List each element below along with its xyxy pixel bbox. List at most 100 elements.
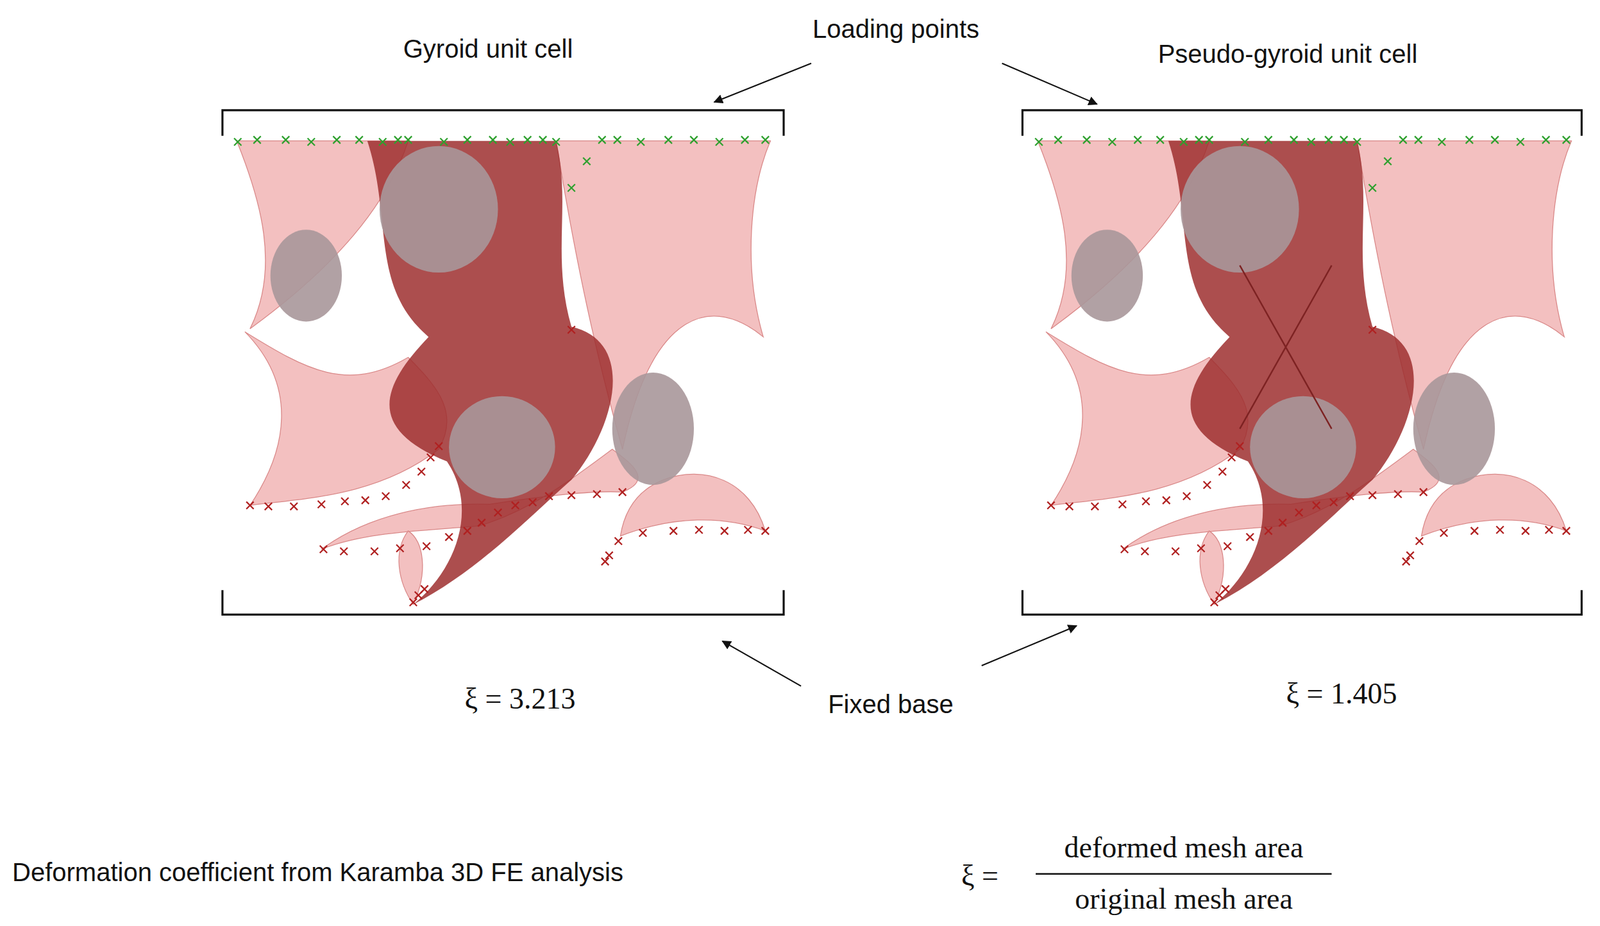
node-marker xyxy=(1496,526,1504,534)
node-marker xyxy=(567,326,575,334)
cell-title: Gyroid unit cell xyxy=(403,33,574,64)
node-marker xyxy=(1353,138,1361,146)
node-marker xyxy=(1562,135,1570,144)
node-marker xyxy=(370,547,378,555)
node-marker xyxy=(264,502,272,510)
node-marker xyxy=(1083,135,1091,144)
node-marker xyxy=(761,135,769,144)
node-marker xyxy=(1394,490,1402,498)
node-marker xyxy=(1183,492,1191,500)
node-marker xyxy=(741,135,749,144)
node-marker xyxy=(665,135,673,144)
node-marker xyxy=(1133,135,1141,144)
node-marker xyxy=(529,498,537,506)
node-marker xyxy=(234,138,242,146)
node-marker xyxy=(1295,508,1303,516)
node-marker xyxy=(1108,138,1116,146)
node-marker xyxy=(1368,326,1376,334)
surface-lobe xyxy=(1421,473,1567,536)
node-marker xyxy=(761,527,769,535)
surface-hole xyxy=(612,372,694,485)
node-marker xyxy=(1324,135,1332,144)
node-marker xyxy=(601,557,609,565)
formula-denominator: original mesh area xyxy=(1074,882,1293,917)
node-marker xyxy=(582,157,590,165)
cell-title: Pseudo-gyroid unit cell xyxy=(1158,39,1418,69)
node-marker xyxy=(355,135,363,144)
surface-hole xyxy=(1249,396,1356,499)
node-marker xyxy=(1264,135,1272,144)
node-marker xyxy=(1171,547,1179,555)
node-marker xyxy=(1307,138,1315,146)
node-marker xyxy=(511,501,519,509)
surface-core xyxy=(1168,141,1415,605)
node-marker xyxy=(1312,501,1320,509)
node-marker xyxy=(402,480,410,489)
node-marker xyxy=(1162,496,1170,504)
node-marker xyxy=(1246,533,1254,541)
node-marker xyxy=(1368,491,1376,499)
node-marker xyxy=(1346,492,1354,500)
node-marker xyxy=(477,518,485,526)
node-marker xyxy=(1399,135,1407,144)
gyroid-cell xyxy=(234,135,771,607)
node-marker xyxy=(1542,135,1550,144)
node-marker xyxy=(1142,497,1150,505)
node-marker xyxy=(539,135,547,144)
node-marker xyxy=(417,468,425,476)
node-marker xyxy=(1210,598,1218,607)
node-marker xyxy=(715,138,723,146)
node-marker xyxy=(690,135,698,144)
node-marker xyxy=(445,533,453,541)
node-marker xyxy=(567,491,575,499)
node-marker xyxy=(489,135,497,144)
node-marker xyxy=(1219,468,1227,476)
surface-hole xyxy=(1071,229,1143,322)
node-marker xyxy=(1290,135,1298,144)
node-marker xyxy=(332,135,340,144)
node-marker xyxy=(307,138,315,146)
node-marker xyxy=(567,184,575,192)
node-marker xyxy=(637,138,645,146)
node-marker xyxy=(1414,135,1422,144)
surface-lobe xyxy=(620,473,766,536)
surface-hole xyxy=(379,146,499,273)
node-marker xyxy=(1516,138,1524,146)
node-marker xyxy=(422,542,430,550)
node-marker xyxy=(605,551,613,559)
node-marker xyxy=(1368,184,1376,192)
surface-lobe xyxy=(1199,530,1224,605)
node-marker xyxy=(1521,527,1529,535)
node-marker xyxy=(614,537,623,545)
surface-hole xyxy=(1180,146,1300,273)
node-marker xyxy=(1241,138,1249,146)
node-marker xyxy=(396,544,404,552)
node-marker xyxy=(639,529,647,537)
surface-lobe xyxy=(398,530,423,605)
node-marker xyxy=(552,138,560,146)
node-marker xyxy=(1065,502,1073,510)
formula-numerator: deformed mesh area xyxy=(1064,831,1304,866)
formula-caption: Deformation coefficient from Karamba 3D … xyxy=(12,857,624,887)
node-marker xyxy=(341,497,349,505)
node-marker xyxy=(427,454,435,462)
node-marker xyxy=(1545,526,1553,534)
node-marker xyxy=(1047,501,1055,509)
node-marker xyxy=(463,135,471,144)
node-marker xyxy=(1119,500,1127,508)
node-marker xyxy=(494,508,502,516)
callout-label: Fixed base xyxy=(827,689,954,719)
node-marker xyxy=(409,598,417,607)
node-marker xyxy=(1205,135,1213,144)
node-marker xyxy=(1221,585,1229,593)
node-marker xyxy=(695,526,703,534)
node-marker xyxy=(545,492,553,500)
node-marker xyxy=(1340,135,1348,144)
coefficient-value: ξ = 3.213 xyxy=(464,682,576,717)
node-marker xyxy=(320,545,328,553)
node-marker xyxy=(1415,537,1424,545)
node-marker xyxy=(598,135,606,144)
node-marker xyxy=(1141,547,1149,555)
surface-core xyxy=(367,141,614,605)
